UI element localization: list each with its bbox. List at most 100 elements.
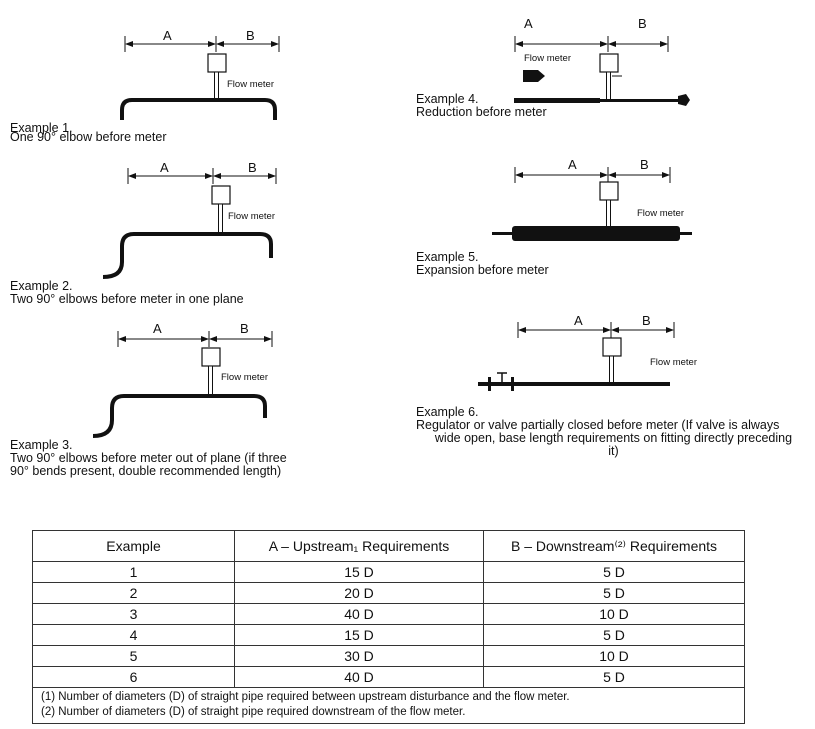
example-3-diagram: A B Flow meter (92, 321, 273, 438)
label-a: A (524, 16, 533, 31)
pipe-end-fitting (678, 94, 690, 106)
flow-meter-label: Flow meter (221, 372, 268, 383)
flow-meter-stem (609, 355, 614, 385)
flow-meter-box (211, 185, 231, 205)
label-b: B (642, 313, 651, 328)
dimension-lines (517, 322, 675, 338)
table-row: 1 15 D 5 D (32, 561, 745, 583)
label-a: A (163, 28, 172, 43)
flow-meter-label: Flow meter (227, 79, 274, 90)
example-description: Two 90° elbows before meter out of plane… (10, 451, 287, 465)
flow-meter-stem (606, 71, 611, 101)
label-b: B (240, 321, 249, 336)
flow-meter-label: Flow meter (650, 357, 697, 368)
example-title: Example 4. (416, 92, 479, 106)
cell-downstream: 10 D (483, 603, 745, 625)
dimension-lines (124, 36, 280, 52)
cell-upstream: 40 D (234, 603, 484, 625)
pipe (92, 394, 267, 438)
label-b: B (248, 160, 257, 175)
example-description: Regulator or valve partially closed befo… (416, 418, 780, 432)
cell-downstream: 10 D (483, 645, 745, 667)
dimension-lines (127, 168, 277, 184)
flow-meter-label: Flow meter (228, 211, 275, 222)
cell-upstream: 20 D (234, 582, 484, 604)
column-header-example: Example (32, 530, 235, 562)
cell-downstream: 5 D (483, 561, 745, 583)
table-row: 6 40 D 5 D (32, 666, 745, 688)
cell-upstream: 30 D (234, 645, 484, 667)
requirements-table: Example A – Upstream₁ Requirements B – D… (32, 530, 745, 724)
cell-downstream: 5 D (483, 624, 745, 646)
example-description: Expansion before meter (416, 263, 549, 277)
cell-example: 2 (32, 582, 235, 604)
pipe-large (514, 98, 600, 103)
flow-meter-stem (214, 71, 219, 101)
column-header-upstream: A – Upstream₁ Requirements (234, 530, 484, 562)
cell-example: 6 (32, 666, 235, 688)
footnote-1: (1) Number of diameters (D) of straight … (41, 691, 570, 703)
example-title: Example 1. (10, 121, 73, 135)
example-1-caption: Example 1. One 90° elbow before meter (10, 122, 166, 144)
dimension-lines (514, 36, 669, 52)
example-description: Two 90° elbows before meter in one plane (10, 292, 244, 306)
flow-meter-box (599, 181, 619, 201)
cell-example: 5 (32, 645, 235, 667)
example-description-cont2: it) (608, 444, 619, 458)
example-6-diagram: A B Flow meter (478, 313, 697, 391)
table-notes: (1) Number of diameters (D) of straight … (32, 687, 745, 724)
pipe (120, 98, 277, 120)
flow-meter-stem (218, 203, 223, 235)
dimension-lines (117, 331, 273, 347)
label-a: A (568, 157, 577, 172)
example-title: Example 2. (10, 279, 73, 293)
example-2-caption: Example 2. Two 90° elbows before meter i… (10, 280, 244, 306)
example-2-diagram: A B Flow meter (102, 160, 277, 279)
pipe-small-right (680, 232, 692, 235)
cell-example: 4 (32, 624, 235, 646)
pipe-small (600, 99, 680, 102)
table-row: 3 40 D 10 D (32, 603, 745, 625)
example-3-caption: Example 3. Two 90° elbows before meter o… (10, 439, 287, 478)
example-title: Example 6. (416, 405, 479, 419)
label-a: A (153, 321, 162, 336)
label-a: A (574, 313, 583, 328)
flow-meter-box (201, 347, 221, 367)
pipe-expanded (512, 226, 680, 241)
footnote-2: (2) Number of diameters (D) of straight … (41, 706, 466, 718)
flow-meter-label: Flow meter (637, 208, 684, 219)
column-header-downstream: B – Downstream⁽²⁾ Requirements (483, 530, 745, 562)
example-description-cont: 90° bends present, double recommended le… (10, 464, 282, 478)
pipe (478, 382, 670, 386)
example-5-diagram: A B Flow meter (492, 157, 692, 241)
example-4-caption: Example 4. Reduction before meter (416, 93, 547, 119)
pipe (102, 232, 273, 279)
cell-example: 1 (32, 561, 235, 583)
label-b: B (640, 157, 649, 172)
label-a: A (160, 160, 169, 175)
example-6-caption: Example 6. Regulator or valve partially … (416, 406, 811, 458)
table-row: 2 20 D 5 D (32, 582, 745, 604)
example-description: One 90° elbow before meter (10, 130, 167, 144)
example-5-caption: Example 5. Expansion before meter (416, 251, 549, 277)
table-row: 5 30 D 10 D (32, 645, 745, 667)
example-1-diagram: A B Flow meter (120, 28, 280, 120)
flow-meter-box (207, 53, 227, 73)
piping-diagrams: A B Flow meter A B Flow meter A (92, 16, 697, 438)
label-b: B (638, 16, 647, 31)
example-description-cont: wide open, base length requirements on f… (434, 431, 793, 445)
cell-upstream: 15 D (234, 561, 484, 583)
flow-meter-stem (208, 365, 213, 397)
example-4-diagram: A B Flow meter (514, 16, 690, 106)
example-title: Example 5. (416, 250, 479, 264)
cell-upstream: 15 D (234, 624, 484, 646)
dimension-lines (514, 167, 671, 183)
flow-meter-label: Flow meter (524, 53, 571, 64)
flow-meter-stem (606, 199, 611, 229)
reducer-symbol (523, 70, 545, 82)
label-b: B (246, 28, 255, 43)
example-description: Reduction before meter (416, 105, 547, 119)
cell-downstream: 5 D (483, 666, 745, 688)
valve-symbol (488, 372, 514, 391)
example-title: Example 3. (10, 438, 73, 452)
